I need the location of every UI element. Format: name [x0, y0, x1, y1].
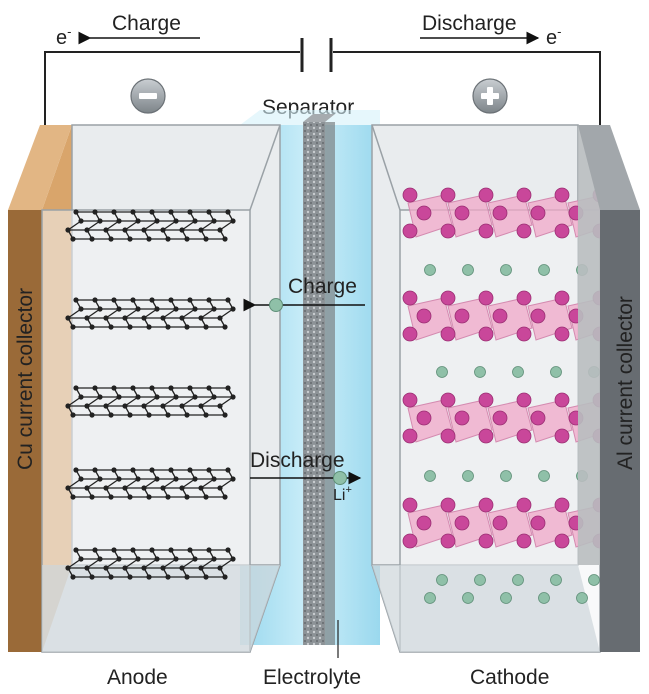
li-ion [436, 366, 448, 378]
li-ion [538, 264, 550, 276]
graphene-sheet [65, 467, 236, 500]
li-ion [474, 574, 486, 586]
li-ion [500, 592, 512, 604]
electron-label-right: e- [546, 24, 561, 49]
discharge-ion-label: Discharge [250, 449, 345, 472]
cu-collector-label: Cu current collector [14, 288, 37, 470]
graphene-layers [65, 209, 236, 580]
li-ion [474, 366, 486, 378]
li-ion [576, 592, 588, 604]
li-ion [550, 574, 562, 586]
discharge-electron-label: Discharge [422, 12, 517, 35]
li-ion [424, 470, 436, 482]
li-ion [500, 264, 512, 276]
charge-ion-label: Charge [288, 275, 357, 298]
separator-membrane [303, 114, 335, 645]
li-ion-discharge [333, 471, 347, 485]
plus-icon [472, 78, 508, 114]
li-ion [436, 574, 448, 586]
electron-label-left: e- [56, 24, 71, 49]
li-ion [424, 592, 436, 604]
al-current-collector [578, 125, 640, 652]
charge-electron-label: Charge [112, 12, 181, 35]
electrolyte-label: Electrolyte [263, 666, 361, 689]
li-ion [538, 592, 550, 604]
li-ion [500, 470, 512, 482]
li-ion [550, 366, 562, 378]
li-ion [588, 574, 600, 586]
li-ion [462, 264, 474, 276]
external-circuit [44, 38, 601, 135]
graphene-sheet [65, 547, 236, 580]
li-ion-label: Li+ [333, 484, 352, 504]
li-ion [538, 470, 550, 482]
li-ion [424, 264, 436, 276]
cathode-label: Cathode [470, 666, 549, 689]
li-ion [512, 574, 524, 586]
graphene-sheet [65, 385, 236, 418]
graphene-sheet [65, 209, 236, 242]
anode-box [41, 124, 281, 653]
li-ion [512, 366, 524, 378]
graphene-sheet [65, 297, 236, 330]
minus-icon [130, 78, 166, 114]
cathode-oxide-layer [402, 187, 622, 239]
li-ion [462, 592, 474, 604]
li-ion [462, 470, 474, 482]
anode-label: Anode [107, 666, 168, 689]
al-collector-label: Al current collector [614, 296, 637, 470]
li-ion-charge [269, 298, 283, 312]
